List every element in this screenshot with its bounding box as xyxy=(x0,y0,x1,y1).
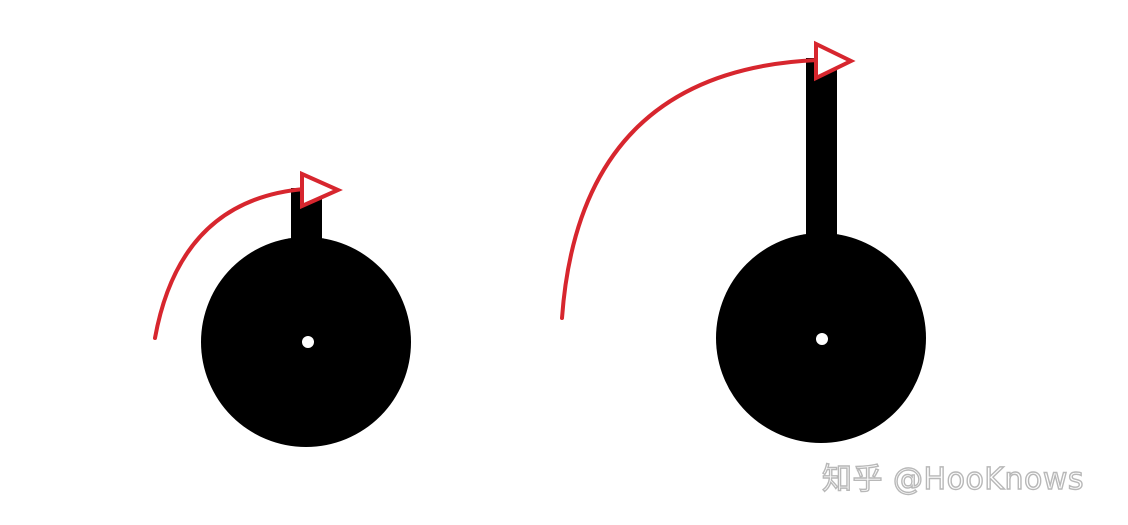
short-arm-figure xyxy=(153,170,411,447)
pivot-icon xyxy=(302,336,314,348)
long-arm-figure xyxy=(560,40,926,443)
pivot-icon xyxy=(816,333,828,345)
rotation-arc-icon xyxy=(560,58,820,320)
arm-icon xyxy=(806,58,837,248)
rotation-arc-icon xyxy=(153,187,306,340)
arrowhead-icon xyxy=(300,170,343,210)
arrowhead-icon xyxy=(814,40,856,82)
watermark: 知乎 @HooKnows xyxy=(821,461,1085,497)
